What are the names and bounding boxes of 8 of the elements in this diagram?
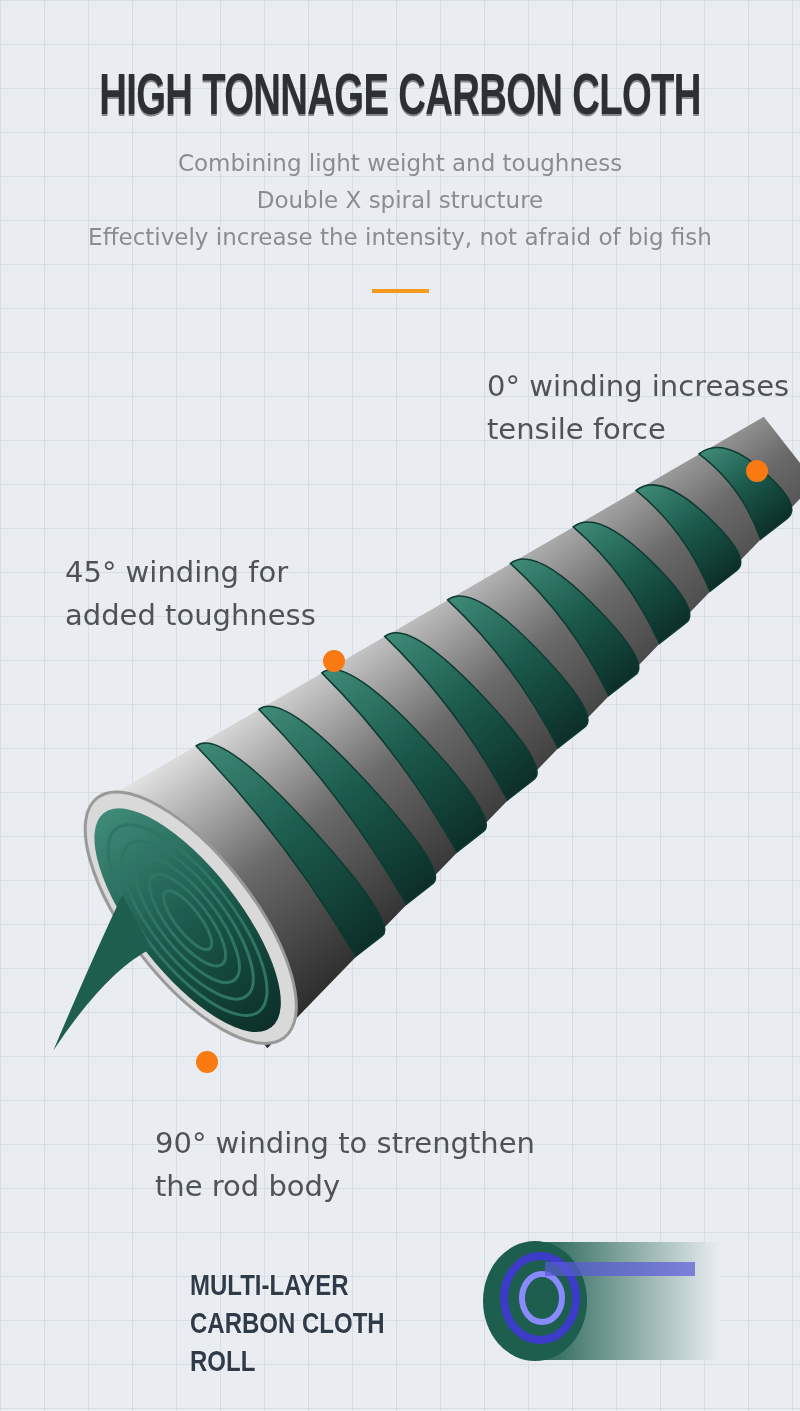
annotation-text: 0° winding increases tensile force [487, 368, 791, 448]
subtitle-text: Combining light weight and toughness [176, 150, 624, 176]
page-title: HIGH TONNAGE CARBON CLOTH [98, 60, 702, 127]
annotation-text: 45° winding for added toughness [65, 554, 317, 634]
annotation-text: 90° winding to strengthen the rod body [155, 1125, 536, 1205]
subtitle-text: Effectively increase the intensity, not afraid of big fish [87, 224, 713, 250]
caption-text: MULTI-LAYER CARBON CLOTH ROLL [190, 1267, 386, 1379]
subtitle-text: Double X spiral structure [255, 187, 545, 213]
